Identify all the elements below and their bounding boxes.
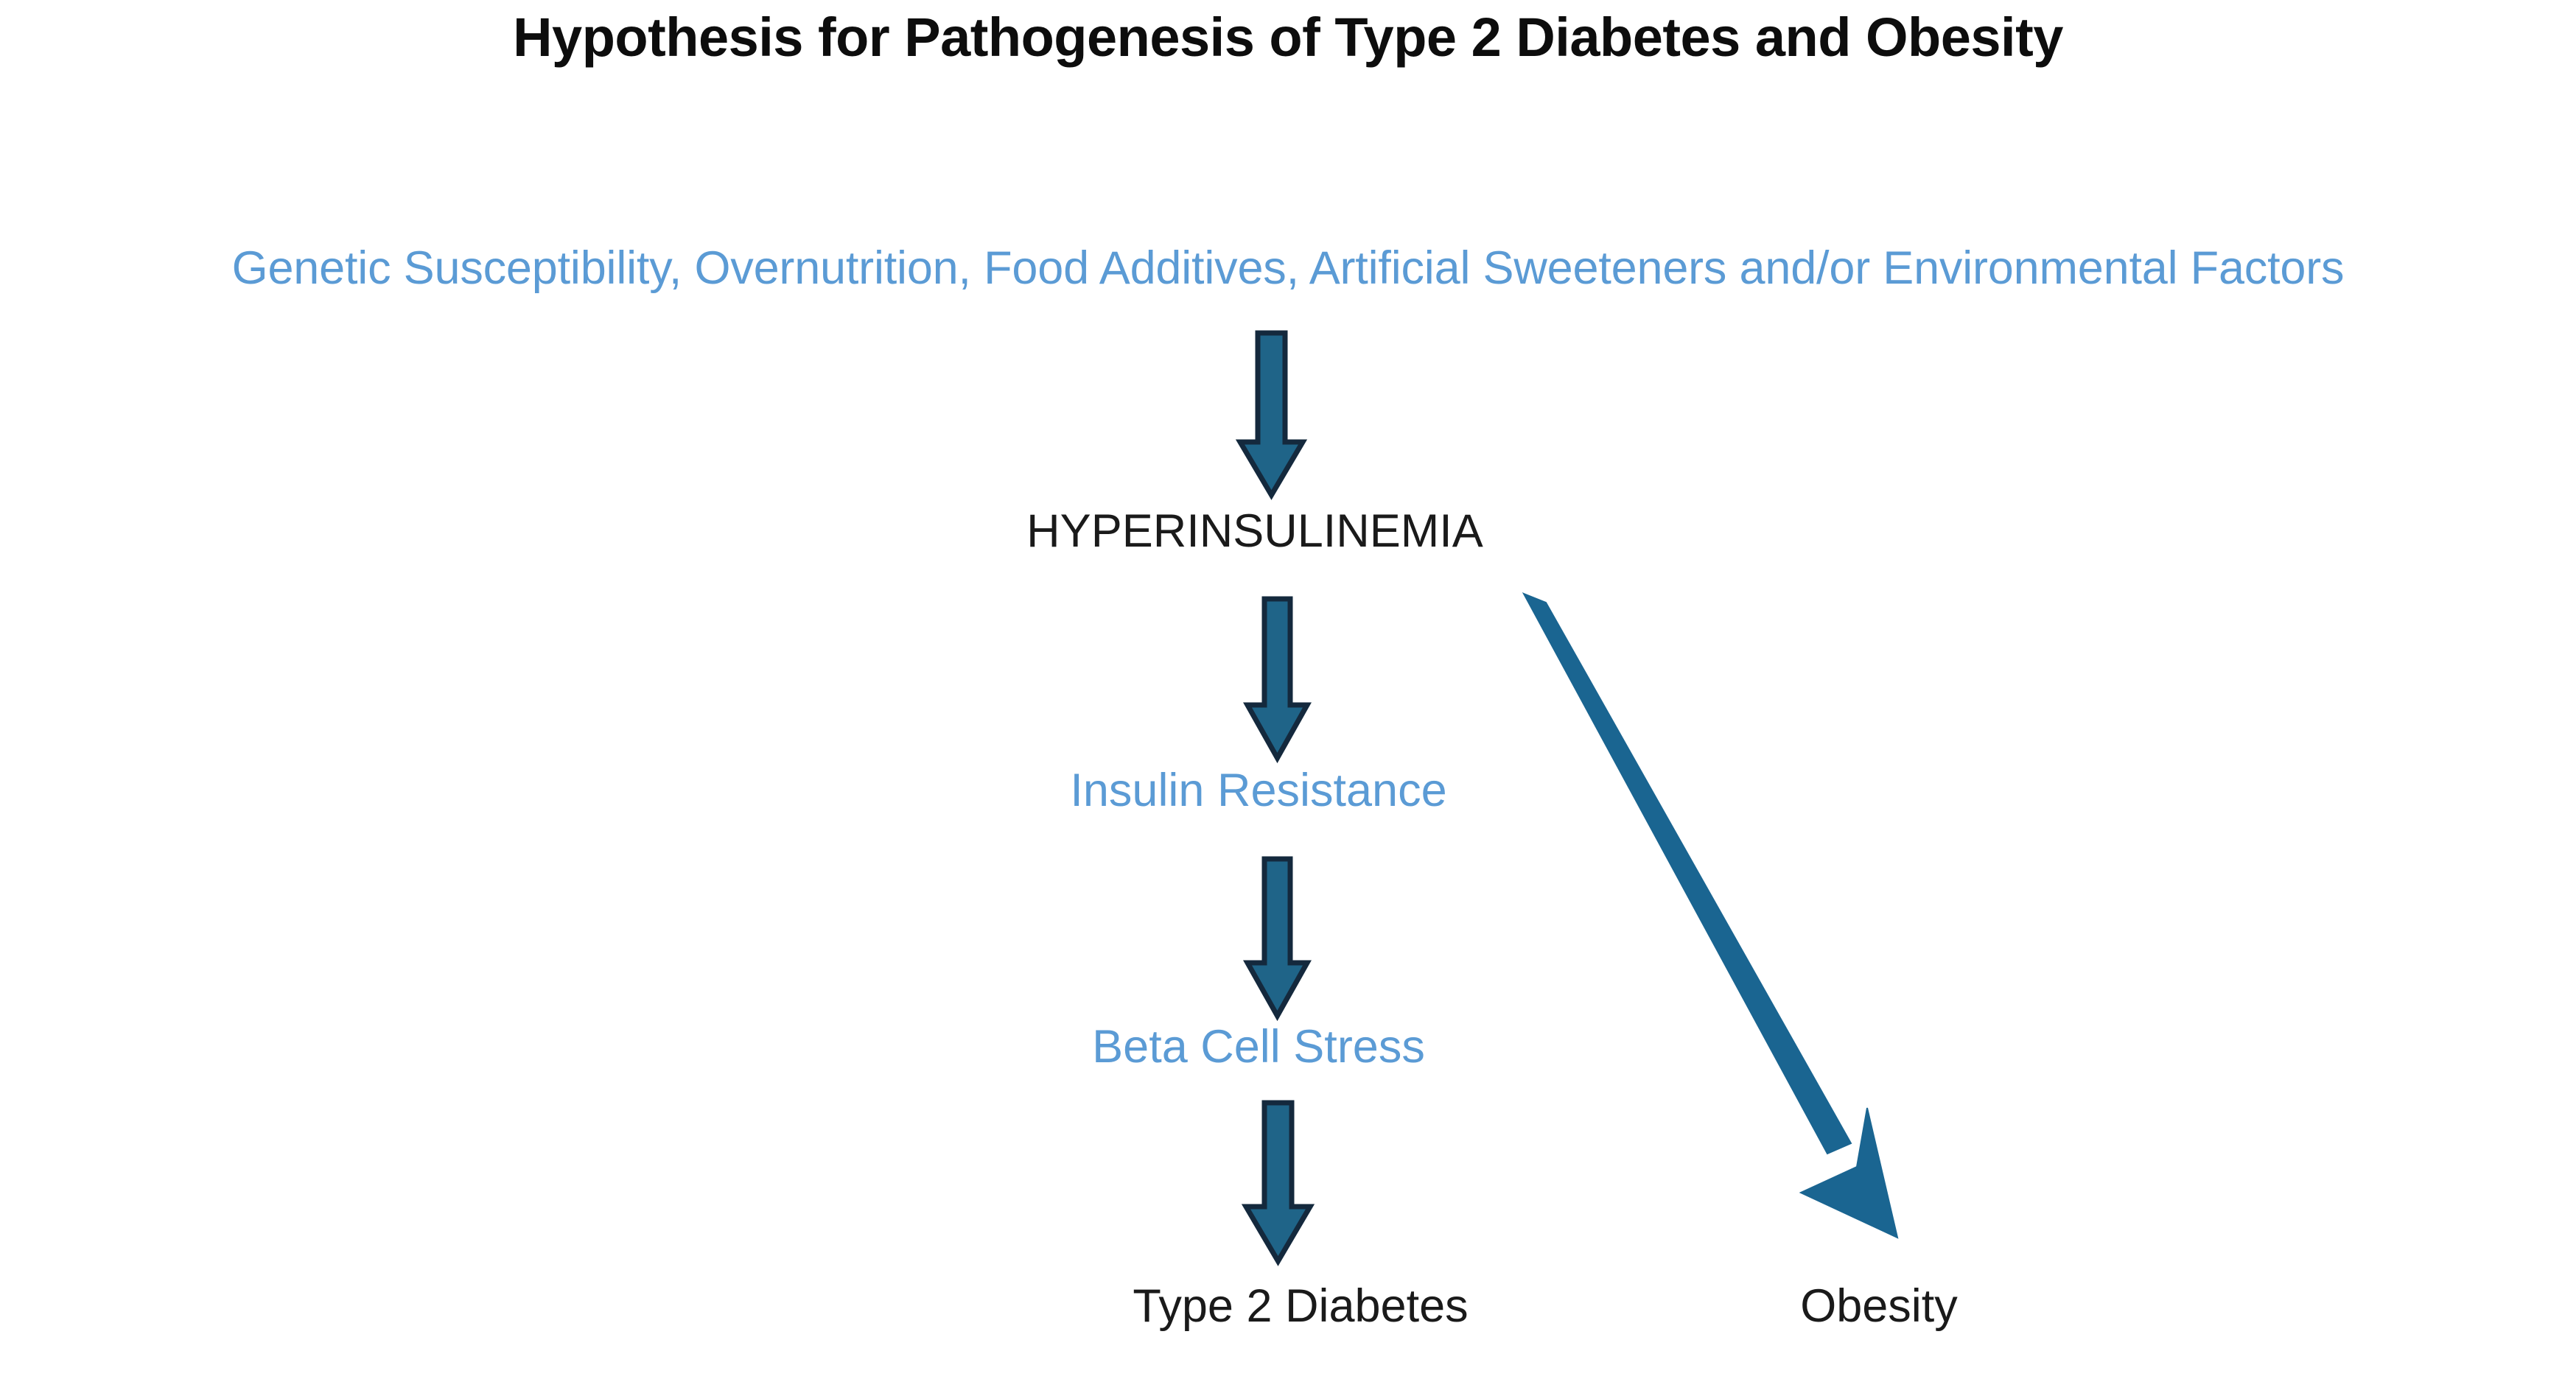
arrow-down-beta-cell-stress-to-type-2-diabetes-icon: [1241, 1100, 1315, 1266]
node-label-beta-cell-stress: Beta Cell Stress: [1092, 1021, 1425, 1073]
arrow-down-hyperinsulinemia-to-insulin-resistance-icon: [1243, 596, 1312, 764]
node-label-insulin-resistance: Insulin Resistance: [1070, 765, 1447, 816]
node-label-obesity: Obesity: [1800, 1280, 1958, 1332]
node-label-type-2-diabetes: Type 2 Diabetes: [1133, 1280, 1469, 1332]
arrow-diagonal-hyperinsulinemia-to-obesity-icon: [1522, 592, 1899, 1239]
node-label-hyperinsulinemia: HYPERINSULINEMIA: [1026, 505, 1483, 557]
page-title: Hypothesis for Pathogenesis of Type 2 Di…: [513, 7, 2063, 68]
arrow-down-insulin-resistance-to-beta-cell-stress-icon: [1243, 856, 1312, 1022]
node-label-drivers: Genetic Susceptibility, Overnutrition, F…: [231, 242, 2345, 294]
arrow-down-drivers-to-hyperinsulinemia-icon: [1235, 330, 1308, 500]
